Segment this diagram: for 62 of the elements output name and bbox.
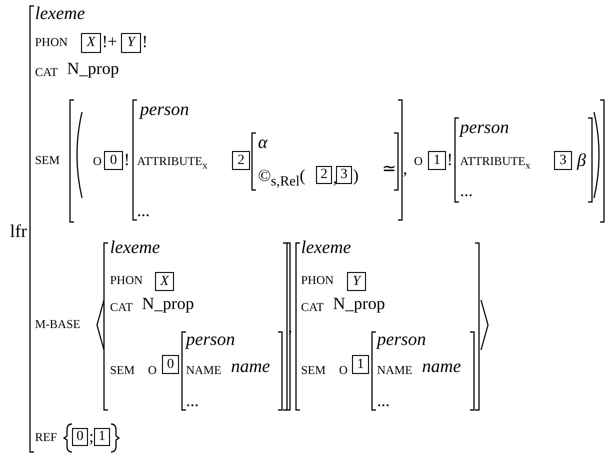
type-label: lfr <box>10 222 27 240</box>
tag-box: 3 <box>554 151 572 170</box>
feature-name: CAT <box>110 301 133 313</box>
feature-name: ATTRIBUTE$_{x}$ <box>137 155 208 172</box>
ellipsis: ... <box>137 202 150 219</box>
tag-box: X <box>155 272 174 291</box>
value-label: N_prop <box>333 295 385 312</box>
tag-box: 2 <box>316 166 332 184</box>
symbol-label: ≃ <box>382 160 396 177</box>
type-label: person <box>186 330 235 348</box>
punctuation: ; <box>89 428 94 445</box>
tag-box: Y <box>121 33 141 53</box>
feature-name: O <box>93 155 102 167</box>
feature-name: O <box>148 364 157 376</box>
tag-box: 1 <box>428 151 446 170</box>
operator: ! <box>142 33 148 50</box>
ellipsis: ... <box>186 392 199 409</box>
feature-name: CAT <box>301 301 324 313</box>
tag-box: 3 <box>336 166 352 184</box>
value-label: N_prop <box>67 60 119 77</box>
value-label: name <box>422 357 461 375</box>
ellipsis: ... <box>460 182 473 199</box>
feature-name: ATTRIBUTE$_{x}$ <box>460 155 530 172</box>
tag-box: 0 <box>104 151 123 170</box>
feature-name: PHON <box>301 274 334 286</box>
value-label: N_prop <box>142 295 194 312</box>
operator: ! <box>447 151 453 168</box>
type-label: lexeme <box>35 4 85 22</box>
punctuation: , <box>403 160 408 177</box>
feature-name: SEM <box>301 364 326 376</box>
tag-box: 1 <box>352 355 369 374</box>
type-label: person <box>460 118 509 136</box>
punctuation: , <box>333 169 338 186</box>
type-label: person <box>377 330 426 348</box>
feature-name: REF <box>35 431 58 443</box>
feature-name: SEM <box>35 154 60 166</box>
type-label: lexeme <box>110 238 160 256</box>
tag-box: 1 <box>94 428 110 446</box>
feature-name: O <box>339 364 348 376</box>
punctuation: ) <box>353 167 359 184</box>
feature-name: PHON <box>35 36 68 48</box>
ellipsis: ... <box>377 392 390 409</box>
feature-name: M-BASE <box>35 318 80 330</box>
type-label: person <box>140 100 189 118</box>
operator: ! <box>124 151 130 168</box>
feature-name: NAME <box>377 364 412 376</box>
tag-box: Y <box>347 272 366 291</box>
tag-box: X <box>81 33 101 53</box>
value-label: name <box>231 357 270 375</box>
feature-name: O <box>414 155 423 167</box>
feature-name: CAT <box>35 66 58 78</box>
tag-box: 0 <box>162 355 179 374</box>
tag-box: 0 <box>72 428 88 446</box>
tag-box: 2 <box>232 151 250 170</box>
symbol-label: α <box>258 133 268 151</box>
feature-name: NAME <box>186 364 222 376</box>
operator: !+ <box>102 33 118 50</box>
feature-name: SEM <box>110 364 135 376</box>
symbol-label: β <box>577 151 586 169</box>
type-label: lexeme <box>301 238 351 256</box>
function-label: ©$_{s,Rel}$( <box>258 167 306 189</box>
feature-name: PHON <box>110 274 143 286</box>
